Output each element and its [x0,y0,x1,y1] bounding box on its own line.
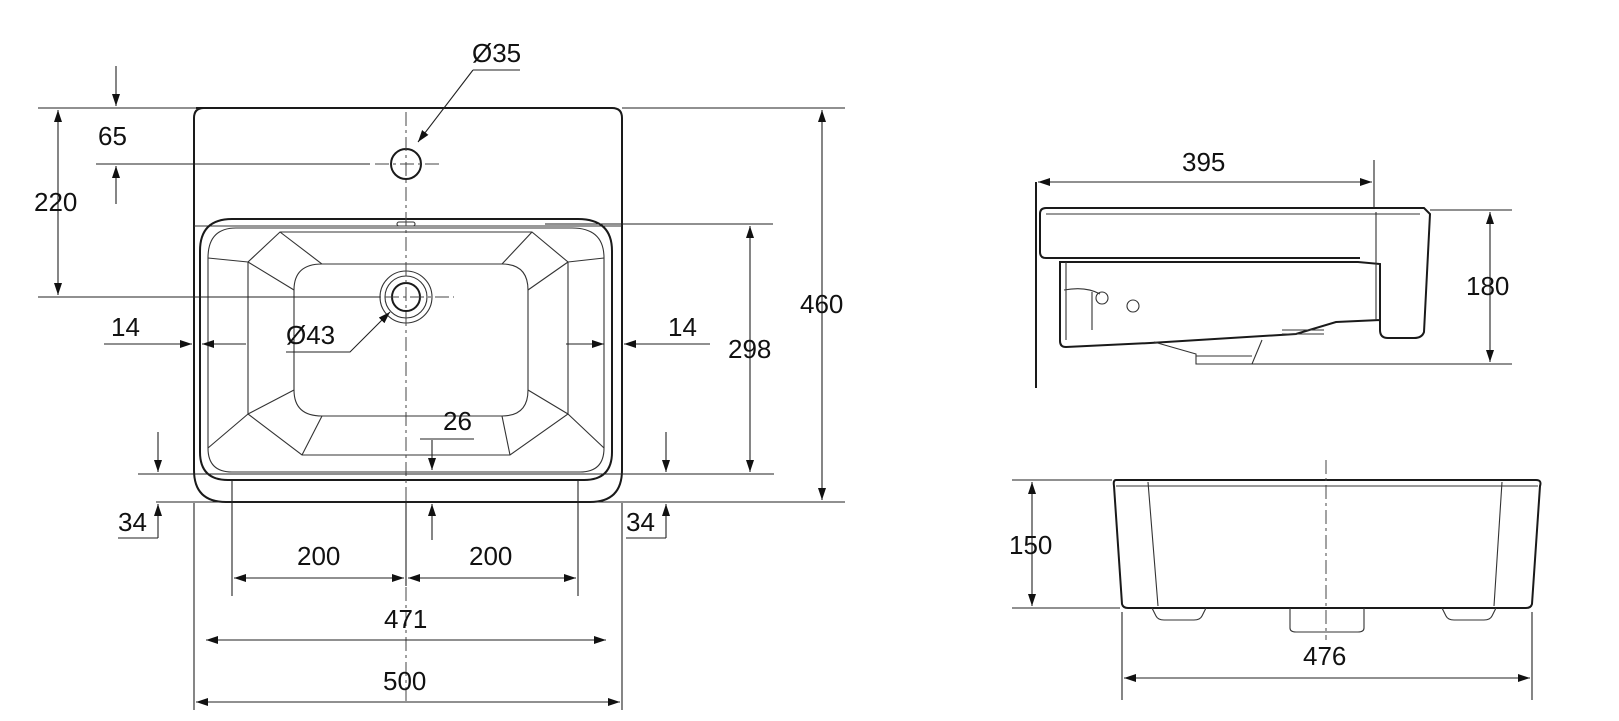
basin-outline [193,107,623,503]
side-extension-lines [1230,160,1512,365]
leader-tap-hole [418,69,520,142]
label-side-wall-right: 14 [668,312,697,342]
label-tap-hole-diameter: Ø35 [472,38,521,68]
label-bowl-depth: 298 [728,334,771,364]
label-drain-diameter: Ø43 [286,320,335,350]
label-tap-hole-offset: 65 [98,121,127,151]
bowl-rim-inner [207,227,605,473]
label-projection: 395 [1182,147,1225,177]
side-deck-line [1046,212,1420,320]
side-view: 395 180 [1035,147,1512,388]
bowl-facet-edges [207,231,605,456]
front-body-outline [1112,479,1542,609]
label-front-rim: 26 [443,406,472,436]
side-overflow-hole-1 [1095,291,1109,305]
front-view: 150 476 [1009,460,1542,700]
label-bowl-width: 471 [384,604,427,634]
label-overall-width: 500 [383,666,426,696]
side-deck-top [1039,207,1360,259]
label-front-left: 34 [118,507,147,537]
side-body-outline [1046,207,1432,349]
label-front-right: 34 [626,507,655,537]
front-feet [1151,607,1497,621]
top-view: Ø35 65 220 460 298 14 14 Ø43 26 34 [34,38,845,710]
leader-drain [286,311,391,353]
label-half-left: 200 [297,541,340,571]
side-drain-detail [1282,329,1324,335]
front-extension-lines [1012,479,1533,700]
front-drain [1289,608,1365,633]
side-bowl-inner [1063,262,1101,340]
side-overflow-hole-2 [1126,299,1140,313]
label-half-right: 200 [469,541,512,571]
label-front-width: 476 [1303,641,1346,671]
side-drain [1153,339,1263,365]
label-drain-position: 220 [34,187,77,217]
extension-lines [38,107,845,710]
label-front-height: 150 [1009,530,1052,560]
bowl-rim-outer [199,218,613,481]
label-overall-depth: 460 [800,289,843,319]
label-height: 180 [1466,271,1509,301]
label-side-wall-left: 14 [111,312,140,342]
front-bowl-walls [1147,481,1503,607]
